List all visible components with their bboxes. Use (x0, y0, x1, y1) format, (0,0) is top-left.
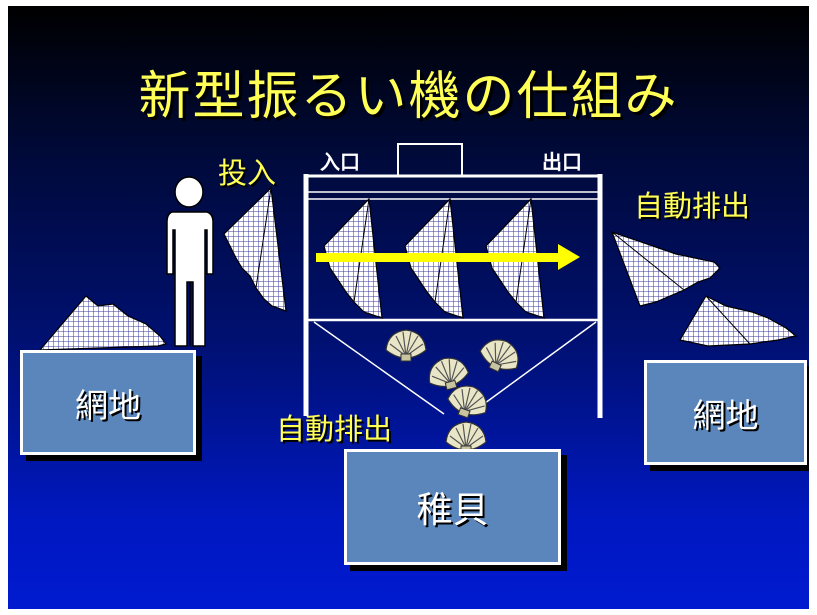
net-thrown-in (223, 186, 287, 312)
label-auto-discharge-right: 自動排出 (634, 189, 751, 223)
juvenile-box: 稚貝 (344, 449, 561, 565)
label-exit: 出口 (542, 150, 582, 174)
scallop-icon (447, 385, 487, 419)
scallop-icon (385, 329, 427, 362)
sieve-machine (303, 143, 603, 418)
scallop-icon (479, 339, 519, 373)
slide: 新型振るい機の仕組み 投入 入口 出口 自動排出 自動排出 網地 網地 稚貝 (8, 6, 809, 609)
juvenile-box-label: 稚貝 (416, 490, 489, 531)
net-pile-left (38, 295, 168, 351)
scallop-icon (428, 357, 470, 391)
net-box-left: 網地 (20, 350, 196, 455)
flow-arrow (316, 244, 580, 270)
net-pile-right (610, 231, 798, 347)
label-auto-discharge-bottom: 自動排出 (276, 412, 393, 446)
net-box-right-label: 網地 (692, 395, 759, 435)
scallop-icons (385, 329, 519, 454)
person-icon (166, 176, 214, 347)
label-entrance: 入口 (320, 150, 360, 174)
slide-title: 新型振るい機の仕組み (138, 67, 679, 127)
label-input: 投入 (218, 156, 277, 190)
diagram-artwork (38, 143, 798, 454)
net-box-right: 網地 (644, 360, 807, 465)
net-box-left-label: 網地 (75, 385, 141, 425)
